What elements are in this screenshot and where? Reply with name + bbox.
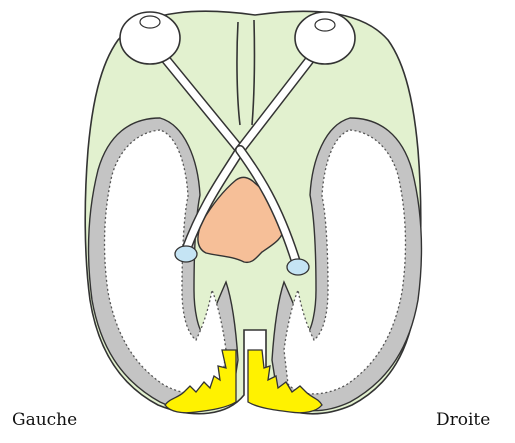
left-lateral-geniculate-nucleus [175, 246, 197, 262]
right-side-label: Droite [436, 410, 490, 430]
left-side-label: Gauche [12, 410, 77, 430]
left-eye [120, 12, 180, 64]
right-lateral-geniculate-nucleus [287, 259, 309, 275]
right-eye [295, 12, 355, 64]
